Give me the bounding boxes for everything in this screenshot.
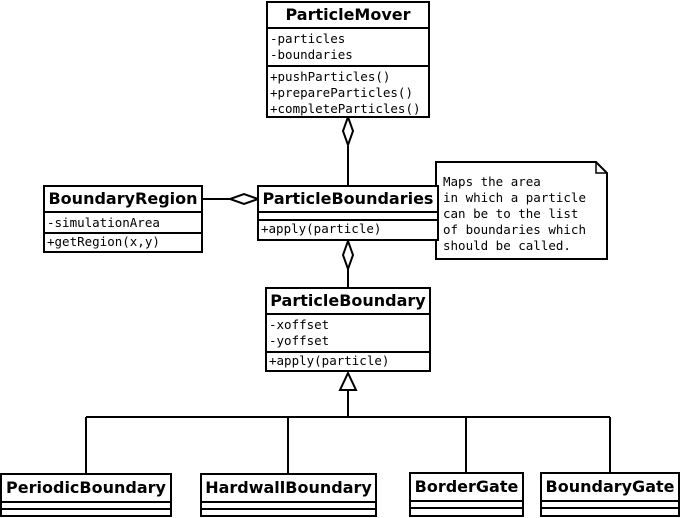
aggregation-boundaries-region — [202, 192, 261, 206]
note-shape — [435, 161, 608, 260]
note-line: of boundaries which — [443, 222, 586, 237]
methods-section: +apply(particle) — [267, 351, 429, 369]
aggregation-diamond-icon — [227, 192, 261, 206]
attributes-section: -particles-boundaries — [268, 29, 428, 65]
class-particle-boundary[interactable]: ParticleBoundary -xoffset-yoffset +apply… — [265, 287, 431, 372]
methods-section: +pushParticles()+prepareParticles()+comp… — [268, 65, 428, 117]
aggregation-diamond-icon — [341, 238, 355, 272]
attributes-section: -simulationArea — [45, 213, 201, 232]
class-particle-mover[interactable]: ParticleMover -particles-boundaries +pus… — [266, 1, 430, 118]
attribute: -particles — [270, 31, 346, 46]
class-name: BorderGate — [411, 474, 522, 502]
class-particle-boundaries[interactable]: ParticleBoundaries +apply(particle) — [257, 185, 439, 241]
class-name: BoundaryGate — [542, 474, 678, 502]
methods-section — [411, 507, 522, 514]
method: +apply(particle) — [261, 221, 382, 236]
attribute: -yoffset — [269, 333, 330, 348]
class-hardwall-boundary[interactable]: HardwallBoundary — [200, 473, 377, 517]
class-name: BoundaryRegion — [45, 187, 201, 213]
note-line: should be called. — [443, 238, 571, 253]
methods-section — [2, 508, 170, 515]
generalization-triangle-icon — [338, 370, 358, 391]
method: +apply(particle) — [269, 353, 390, 368]
class-border-gate[interactable]: BorderGate — [409, 472, 524, 517]
methods-section — [202, 508, 375, 515]
note-line: can be to the list — [443, 206, 579, 221]
attribute: -xoffset — [269, 317, 330, 332]
class-periodic-boundary[interactable]: PeriodicBoundary — [0, 473, 172, 517]
class-name: HardwallBoundary — [202, 475, 375, 503]
class-name: PeriodicBoundary — [2, 475, 170, 503]
method: +getRegion(x,y) — [47, 234, 160, 249]
method: +prepareParticles() — [270, 85, 413, 100]
class-name: ParticleMover — [268, 3, 428, 29]
attribute: -simulationArea — [47, 215, 160, 230]
methods-section — [542, 507, 678, 514]
attributes-section: -xoffset-yoffset — [267, 315, 429, 351]
class-boundary-gate[interactable]: BoundaryGate — [540, 472, 680, 517]
note-line: Maps the area — [443, 174, 541, 189]
note-line: in which a particle — [443, 190, 586, 205]
aggregation-diamond-icon — [341, 114, 355, 148]
aggregation-boundaries-boundary — [341, 238, 355, 288]
methods-section: +getRegion(x,y) — [45, 232, 201, 250]
attribute: -boundaries — [270, 47, 353, 62]
method: +completeParticles() — [270, 101, 421, 116]
aggregation-mover-boundaries — [341, 114, 355, 185]
method: +pushParticles() — [270, 69, 391, 84]
generalization-tree — [85, 370, 611, 474]
class-name: ParticleBoundary — [267, 289, 429, 315]
methods-section: +apply(particle) — [259, 219, 437, 237]
class-boundary-region[interactable]: BoundaryRegion -simulationArea +getRegio… — [43, 185, 203, 253]
class-name: ParticleBoundaries — [259, 187, 437, 213]
